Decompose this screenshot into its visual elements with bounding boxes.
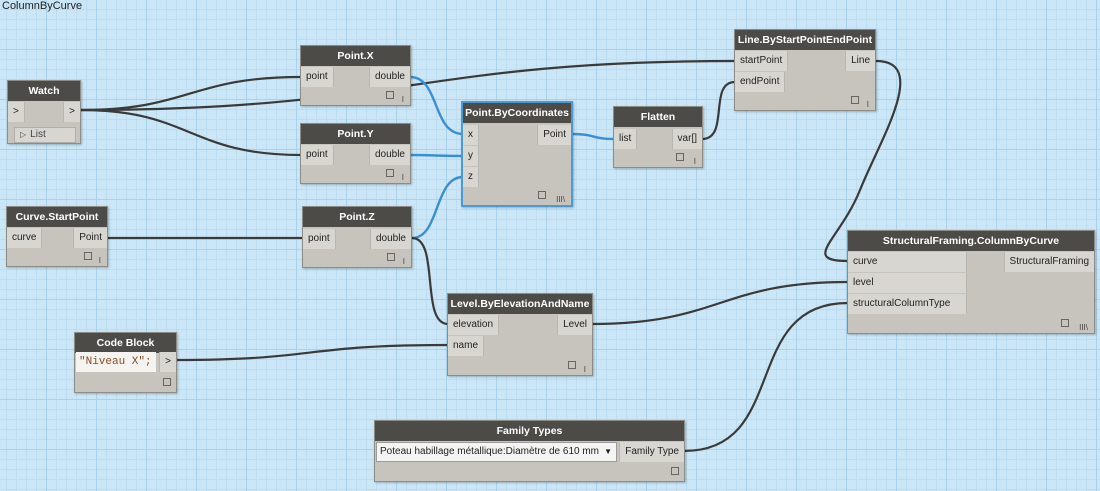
watch-list-preview[interactable]: ▷List [14, 127, 76, 143]
point-x-input-port[interactable]: point [301, 67, 334, 87]
watch-input-port[interactable]: > [8, 102, 25, 122]
wire-pointz-to-bycoords-z[interactable] [411, 175, 464, 240]
line-startpoint-port[interactable]: startPoint [735, 51, 789, 71]
wire-level-to-column-level[interactable] [591, 280, 849, 326]
family-type-selected: Poteau habillage métallique:Diamètre de … [380, 446, 600, 457]
watch-list-label: List [30, 129, 46, 140]
wire-codeblock-to-level-name[interactable] [175, 343, 449, 362]
point-x-node[interactable]: Point.X point double I [300, 45, 411, 106]
preview-toggle-icon[interactable] [84, 252, 92, 260]
point-z-output-port[interactable]: double [369, 229, 411, 249]
point-y-node[interactable]: Point.Y point double I [300, 123, 411, 184]
point-y-input-port[interactable]: point [301, 145, 334, 165]
wire-watch-to-pointx[interactable] [80, 75, 302, 112]
curve-startpoint-title: Curve.StartPoint [7, 207, 107, 227]
column-level-port[interactable]: level [848, 273, 967, 293]
code-block-output-port[interactable]: > [159, 352, 176, 372]
expand-arrow-icon[interactable]: ▷ [20, 130, 27, 139]
bycoordinates-x-port[interactable]: x [463, 125, 479, 145]
level-output-port[interactable]: Level [557, 315, 592, 335]
point-y-title: Point.Y [301, 124, 410, 144]
preview-toggle-icon[interactable] [387, 253, 395, 261]
wire-watch-to-pointy[interactable] [80, 108, 302, 157]
curve-startpoint-input-port[interactable]: curve [7, 228, 43, 248]
structuralframing-columnbycurve-node[interactable]: StructuralFraming.ColumnByCurve curve le… [847, 230, 1095, 334]
point-bycoordinates-node[interactable]: Point.ByCoordinates x y z Point III\ [461, 101, 573, 207]
preview-toggle-icon[interactable] [676, 153, 684, 161]
preview-toggle-icon[interactable] [163, 378, 171, 386]
point-z-input-port[interactable]: point [303, 229, 336, 249]
point-z-node[interactable]: Point.Z point double I [302, 206, 412, 268]
point-y-output-port[interactable]: double [368, 145, 410, 165]
flatten-title: Flatten [614, 107, 702, 127]
preview-toggle-icon[interactable] [538, 191, 546, 199]
preview-toggle-icon[interactable] [671, 467, 679, 475]
column-output-port[interactable]: StructuralFraming [1003, 252, 1094, 272]
chevron-down-icon[interactable]: ▼ [604, 447, 612, 456]
watch-node[interactable]: Watch > > ▷List [7, 80, 81, 144]
wire-pointz-to-level-elevation[interactable] [411, 236, 449, 326]
point-z-title: Point.Z [303, 207, 411, 227]
wire-flatten-to-line-endpoint[interactable] [701, 80, 736, 141]
family-types-title: Family Types [375, 421, 684, 441]
wire-line-to-column-curve[interactable] [824, 59, 902, 263]
code-block-node[interactable]: Code Block "Niveau X"; > [74, 332, 177, 393]
preview-toggle-icon[interactable] [851, 96, 859, 104]
preview-toggle-icon[interactable] [568, 361, 576, 369]
lacing-icon[interactable]: I [401, 173, 404, 182]
wire-pointy-to-bycoords-y[interactable] [409, 153, 464, 158]
wire-familytypes-to-column-type[interactable] [683, 301, 849, 453]
point-bycoordinates-title: Point.ByCoordinates [463, 103, 571, 123]
flatten-output-port[interactable]: var[] [671, 129, 702, 149]
watch-output-port[interactable]: > [63, 102, 80, 122]
family-types-node[interactable]: Family Types Poteau habillage métallique… [374, 420, 685, 482]
lacing-icon[interactable]: III\ [556, 195, 565, 204]
flatten-node[interactable]: Flatten list var[] I [613, 106, 703, 168]
preview-toggle-icon[interactable] [386, 169, 394, 177]
bycoordinates-y-port[interactable]: y [463, 146, 479, 166]
code-block-title: Code Block [75, 333, 176, 353]
lacing-icon[interactable]: I [693, 157, 696, 166]
level-byelevationandname-node[interactable]: Level.ByElevationAndName elevation name … [447, 293, 593, 376]
family-type-dropdown[interactable]: Poteau habillage métallique:Diamètre de … [376, 442, 617, 462]
column-structuralcolumntype-port[interactable]: structuralColumnType [848, 294, 967, 314]
level-name-port[interactable]: name [448, 336, 485, 356]
preview-toggle-icon[interactable] [386, 91, 394, 99]
line-bystartpointendpoint-node[interactable]: Line.ByStartPointEndPoint startPoint end… [734, 29, 876, 111]
line-output-port[interactable]: Line [845, 51, 875, 71]
preview-toggle-icon[interactable] [1061, 319, 1069, 327]
wire-bycoords-to-flatten[interactable] [571, 132, 615, 141]
level-elevation-port[interactable]: elevation [448, 315, 500, 335]
lacing-icon[interactable]: I [401, 95, 404, 104]
code-editor[interactable]: "Niveau X"; [76, 352, 156, 372]
lacing-icon[interactable]: I [583, 365, 586, 374]
lacing-icon[interactable]: I [402, 257, 405, 266]
curve-startpoint-node[interactable]: Curve.StartPoint curve Point I [6, 206, 108, 267]
line-endpoint-port[interactable]: endPoint [735, 72, 786, 92]
watch-node-title: Watch [8, 81, 80, 101]
bycoordinates-z-port[interactable]: z [463, 167, 479, 187]
flatten-input-port[interactable]: list [614, 129, 638, 149]
wire-pointx-to-bycoords-x[interactable] [409, 75, 464, 136]
level-byelevationandname-title: Level.ByElevationAndName [448, 294, 592, 314]
workspace-title: ColumnByCurve [2, 0, 83, 12]
structuralframing-columnbycurve-title: StructuralFraming.ColumnByCurve [848, 231, 1094, 251]
lacing-icon[interactable]: I [98, 256, 101, 265]
lacing-icon[interactable]: I [866, 100, 869, 109]
line-bystartpointendpoint-title: Line.ByStartPointEndPoint [735, 30, 875, 50]
column-curve-port[interactable]: curve [848, 252, 967, 272]
bycoordinates-output-port[interactable]: Point [537, 125, 571, 145]
family-types-output-port[interactable]: Family Type [619, 442, 684, 462]
lacing-icon[interactable]: III\ [1079, 323, 1088, 332]
point-x-output-port[interactable]: double [368, 67, 410, 87]
point-x-title: Point.X [301, 46, 410, 66]
curve-startpoint-output-port[interactable]: Point [73, 228, 107, 248]
